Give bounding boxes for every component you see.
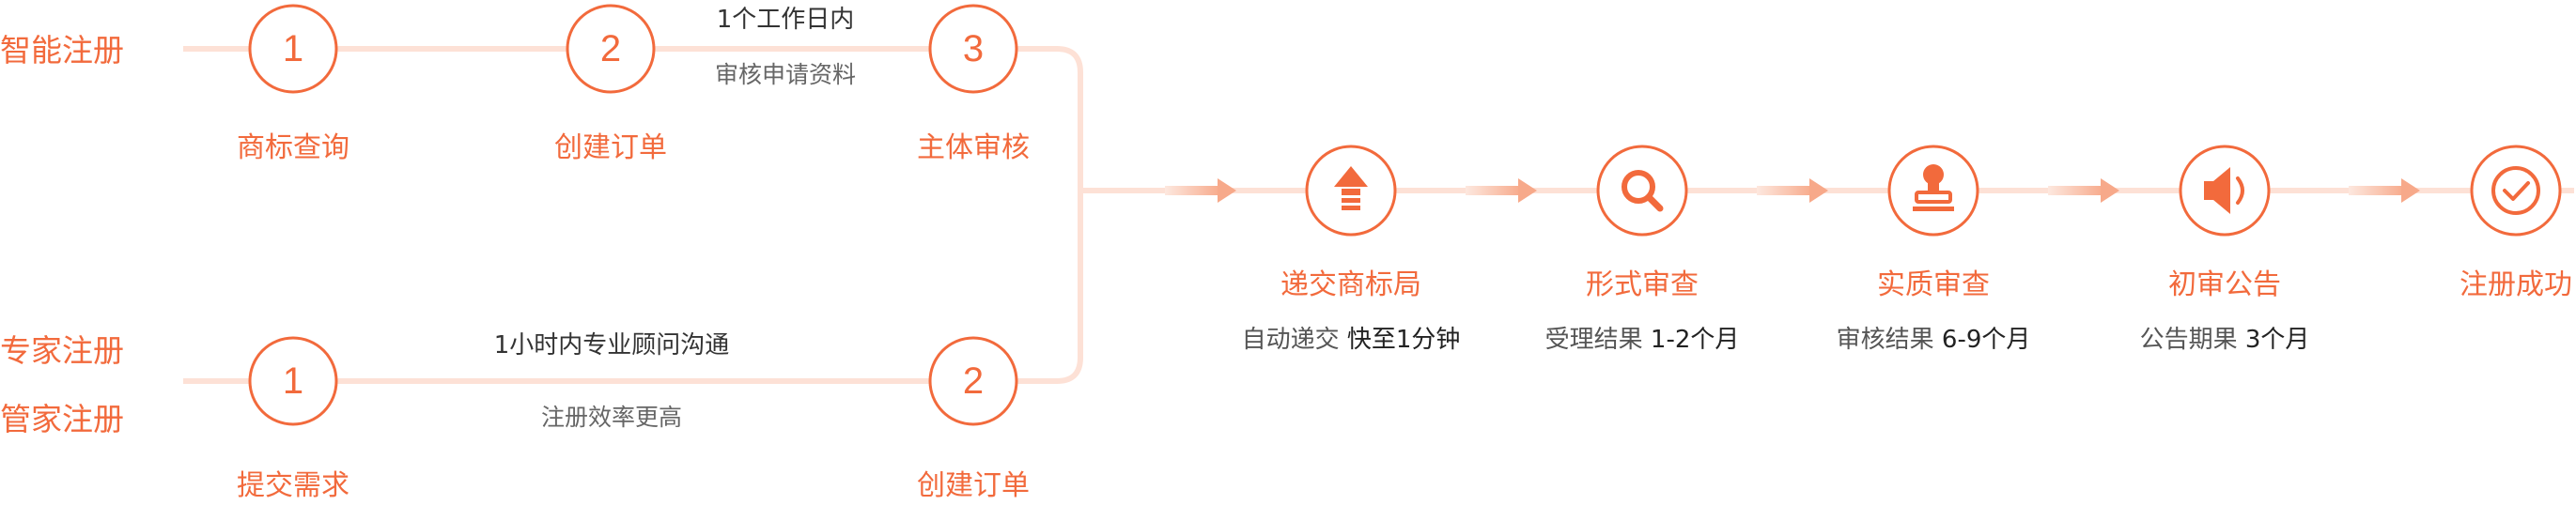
smart-step-3-label: 主体审核 (917, 131, 1030, 164)
stage-2-duration-label: 受理结果 (1544, 326, 1643, 354)
stage-4-label: 初审公告 (2168, 268, 2281, 301)
expert-step-1-number: 1 (283, 360, 303, 402)
arrow-3 (1757, 178, 1828, 203)
stage-1-label: 递交商标局 (1280, 268, 1421, 301)
stamp-icon (1887, 145, 1979, 237)
merge-bracket (1056, 46, 1083, 384)
stage-2-label: 形式审查 (1586, 268, 1699, 301)
stage-4-duration-value: 3个月 (2244, 326, 2310, 354)
smart-step-2-number: 2 (600, 28, 621, 69)
stage-3-duration-value: 6-9个月 (1941, 326, 2031, 354)
stage-4-duration-label: 公告期果 (2139, 326, 2238, 354)
smart-step-1-number: 1 (283, 28, 303, 69)
expert-note-bottom: 注册效率更高 (540, 404, 683, 431)
stage-5-label: 注册成功 (2460, 268, 2572, 301)
smart-note-bottom: 审核申请资料 (714, 61, 857, 88)
search-icon (1596, 145, 1688, 237)
smart-note-top: 1个工作日内 (716, 6, 855, 34)
stage-1-duration-value: 快至1分钟 (1346, 326, 1461, 354)
stage-1-duration-label: 自动递交 (1241, 326, 1340, 354)
expert-step-2-number: 2 (963, 360, 984, 402)
smart-step-1-label: 商标查询 (237, 131, 349, 164)
speaker-icon (2179, 145, 2271, 237)
smart-step-1-circle: 1 (248, 4, 338, 94)
expert-register-label: 专家注册 (0, 332, 124, 369)
smart-step-3-circle: 3 (928, 4, 1018, 94)
arrow-5 (2349, 178, 2420, 203)
stage-2-duration: 受理结果 1-2个月 (1545, 328, 1740, 352)
expert-step-2-circle: 2 (928, 336, 1018, 426)
smart-step-2-label: 创建订单 (554, 131, 667, 164)
expert-step-1-circle: 1 (248, 336, 338, 426)
upload-icon (1305, 145, 1397, 237)
arrow-2 (1466, 178, 1537, 203)
stage-3-duration: 审核结果 6-9个月 (1837, 328, 2031, 352)
stage-4-duration: 公告期果 3个月 (2140, 328, 2310, 352)
check-icon (2470, 145, 2562, 237)
expert-step-1-label: 提交需求 (237, 469, 349, 502)
stage-1-duration: 自动递交 快至1分钟 (1242, 328, 1461, 352)
arrow-1 (1165, 178, 1236, 203)
arrow-4 (2048, 178, 2119, 203)
butler-register-label: 管家注册 (0, 401, 124, 437)
smart-step-3-number: 3 (963, 28, 984, 69)
expert-step-2-label: 创建订单 (917, 469, 1030, 502)
smart-register-label: 智能注册 (0, 32, 124, 69)
stage-3-duration-label: 审核结果 (1836, 326, 1934, 354)
stage-3-label: 实质审查 (1877, 268, 1990, 301)
expert-note-top: 1小时内专业顾问沟通 (493, 331, 730, 360)
smart-step-2-circle: 2 (566, 4, 656, 94)
stage-2-duration-value: 1-2个月 (1650, 326, 1740, 354)
